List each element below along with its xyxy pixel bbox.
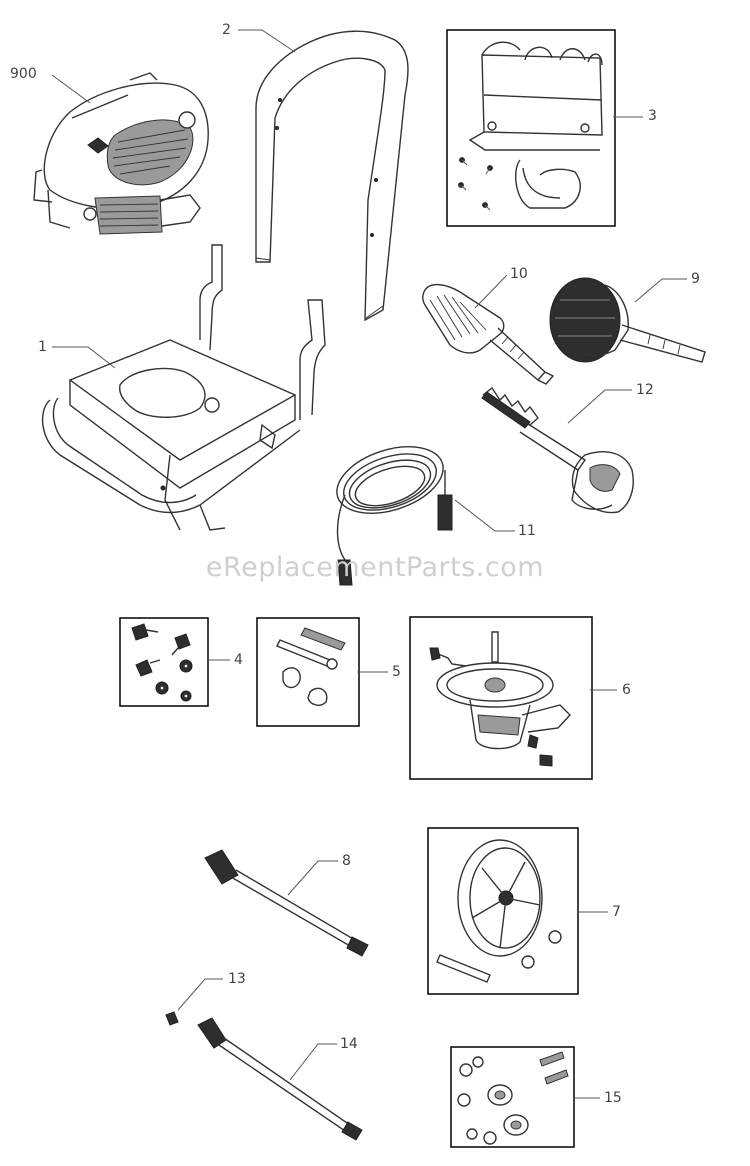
spray-gun-part [481, 386, 634, 514]
pump-part [429, 631, 571, 767]
callout-15: 15 [604, 1090, 622, 1106]
callout-5: 5 [392, 664, 401, 680]
hardware-5-part [276, 627, 346, 706]
box-wheel [427, 827, 579, 995]
callout-8: 8 [342, 853, 351, 869]
engine-part [33, 72, 209, 235]
box-bracket [446, 29, 616, 227]
hose-part [336, 446, 453, 586]
wheel-part [436, 839, 562, 983]
leader-lines [51, 29, 687, 1099]
callout-11: 11 [518, 523, 536, 539]
watermark: eReplacementParts.com [205, 552, 545, 583]
callout-13: 13 [228, 971, 246, 987]
frame-part [41, 244, 326, 531]
extension-part [197, 1017, 363, 1141]
box-hardware-15 [450, 1046, 575, 1148]
callout-3: 3 [648, 108, 657, 124]
hardware-15-part [457, 1051, 569, 1145]
box-hardware-4 [119, 617, 209, 707]
callout-9: 9 [691, 271, 700, 287]
callout-14: 14 [340, 1036, 358, 1052]
callout-1: 1 [38, 339, 47, 355]
callout-900: 900 [10, 66, 37, 82]
callout-12: 12 [636, 382, 654, 398]
round-brush-part [549, 277, 706, 363]
handle-part [255, 30, 409, 322]
callout-6: 6 [622, 682, 631, 698]
hardware-4-part [131, 623, 193, 702]
box-pump [409, 616, 593, 780]
nozzle-part [165, 1011, 179, 1026]
callout-4: 4 [234, 652, 243, 668]
wand-part [204, 849, 369, 957]
brush-part [422, 283, 555, 385]
callout-2: 2 [222, 22, 231, 38]
callout-10: 10 [510, 266, 528, 282]
bracket-part [458, 41, 603, 211]
callout-7: 7 [612, 904, 621, 920]
